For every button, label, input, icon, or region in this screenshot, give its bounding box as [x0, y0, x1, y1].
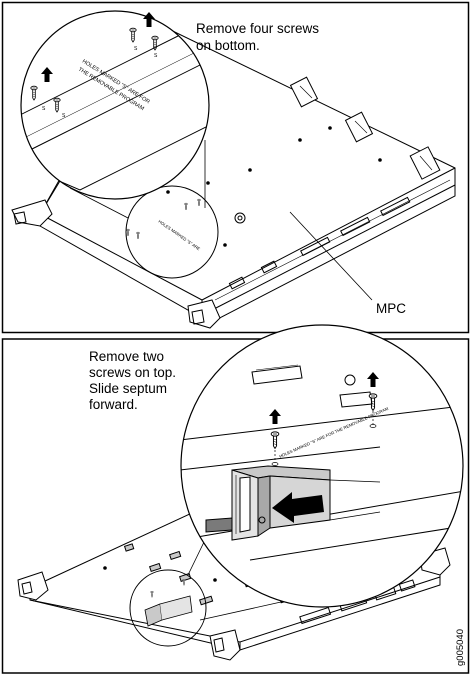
zoom-leader-line [69, 187, 129, 219]
magnified-circle-top: HOLES MARKED "S" ARE FOR THE REMOVABLE P… [20, 10, 210, 200]
top-instruction-line-2: on bottom. [196, 38, 260, 53]
bottom-instruction-line-4: forward. [89, 397, 138, 412]
mpc-callout-label: MPC [376, 301, 406, 316]
zoom-leader-line [187, 539, 206, 576]
zoom-leader-line [199, 599, 291, 621]
screw-mark: S [134, 46, 138, 52]
mpc-callout-line [289, 211, 373, 301]
top-instruction-line-1: Remove four screws [196, 21, 319, 36]
screw-mark: S [42, 106, 46, 112]
bottom-instruction-line-3: Slide septum [89, 381, 167, 396]
left-arrow-icon [272, 492, 324, 523]
small-detail-circle-bottom [129, 569, 207, 647]
bottom-panel: HOLES MARKED "S" ARE FOR THE REMOVABLE P… [1, 324, 470, 674]
top-panel: HOLES MARKED "S" ARE HOLES MARKED "S" AR… [1, 1, 470, 334]
figure-id: g005040 [455, 629, 466, 666]
bottom-instruction-line-2: screws on top. [89, 365, 176, 380]
screw-mark: S [154, 53, 158, 59]
screw-mark: S [62, 113, 66, 119]
bottom-instruction-line-1: Remove two [89, 349, 164, 364]
magnified-circle-bottom: HOLES MARKED "S" ARE FOR THE REMOVABLE P… [180, 324, 464, 608]
